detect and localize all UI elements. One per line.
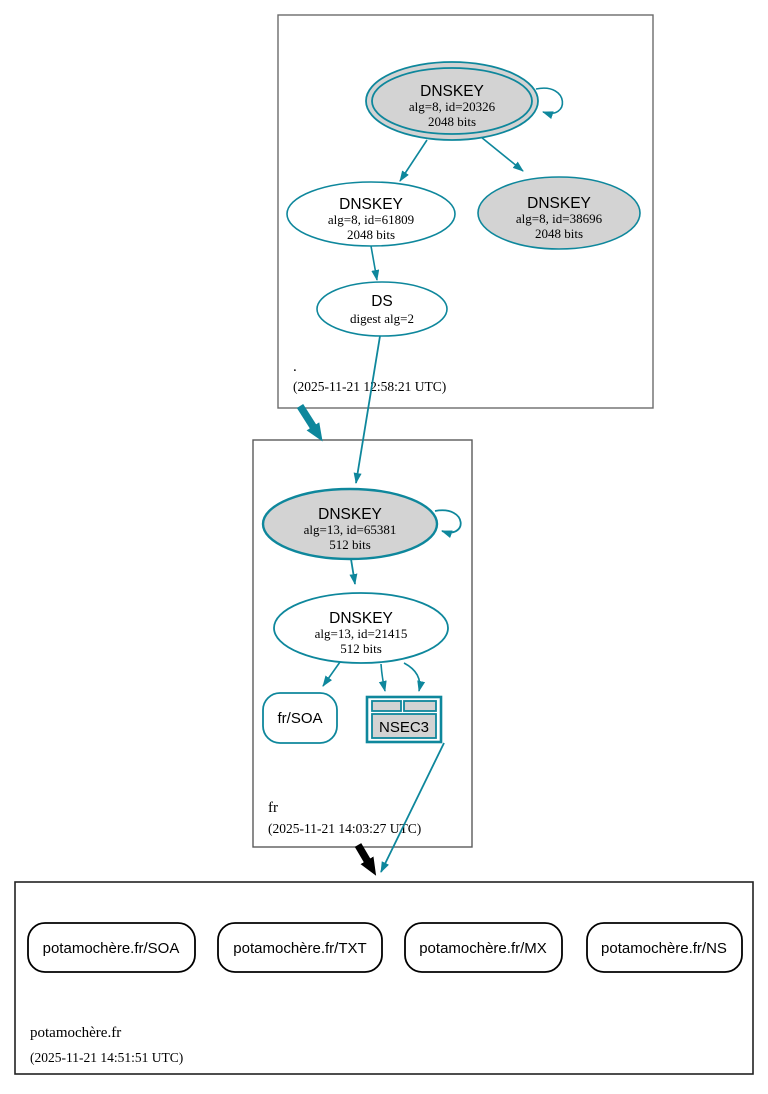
zone-label-potamochere-fr: potamochère.fr bbox=[30, 1025, 121, 1041]
node-fr-soa-label: fr/SOA bbox=[277, 710, 322, 727]
edge-ksk-to-zsk-fr bbox=[349, 558, 358, 585]
node-dnskey-21415-detail1: alg=13, id=21415 bbox=[315, 626, 408, 641]
zone-timestamp-root: (2025-11-21 12:58:21 UTC) bbox=[293, 379, 446, 394]
edge-ds-to-fr-ksk bbox=[353, 335, 381, 484]
edge-ksk-to-zsk-root bbox=[399, 139, 428, 182]
node-dnskey-38696-title: DNSKEY bbox=[527, 195, 591, 212]
zone-timestamp-potamochere-fr: (2025-11-21 14:51:51 UTC) bbox=[30, 1050, 183, 1065]
node-dnskey-65381-title: DNSKEY bbox=[318, 506, 382, 523]
node-dnskey-20326[interactable]: DNSKEY alg=8, id=20326 2048 bits bbox=[365, 61, 539, 141]
node-ds-detail1: digest alg=2 bbox=[350, 311, 414, 326]
node-dnskey-65381[interactable]: DNSKEY alg=13, id=65381 512 bits bbox=[261, 487, 439, 561]
node-dnskey-38696[interactable]: DNSKEY alg=8, id=38696 2048 bits bbox=[477, 176, 641, 250]
node-nsec3-label: NSEC3 bbox=[379, 719, 429, 736]
edge-nsec3-to-potamochere bbox=[380, 742, 445, 873]
node-potamochere-txt[interactable]: potamochère.fr/TXT bbox=[217, 922, 383, 973]
edge-zsk-to-ds-root bbox=[370, 245, 380, 281]
node-potamochere-soa-label: potamochère.fr/SOA bbox=[43, 940, 180, 957]
node-ds-title: DS bbox=[371, 293, 393, 310]
node-potamochere-mx-label: potamochère.fr/MX bbox=[419, 940, 547, 957]
zone-label-fr: fr bbox=[268, 800, 278, 816]
edge-ksk-self-loop-fr bbox=[434, 509, 462, 539]
node-dnskey-20326-detail1: alg=8, id=20326 bbox=[409, 99, 496, 114]
node-potamochere-soa[interactable]: potamochère.fr/SOA bbox=[27, 922, 196, 973]
node-dnskey-21415-title: DNSKEY bbox=[329, 610, 393, 627]
edge-zsk-to-nsec3-left bbox=[378, 663, 387, 692]
edge-delegation-fr-to-potamochere bbox=[354, 843, 377, 876]
node-dnskey-65381-detail1: alg=13, id=65381 bbox=[304, 522, 397, 537]
node-potamochere-ns-label: potamochère.fr/NS bbox=[601, 940, 727, 957]
node-dnskey-20326-title: DNSKEY bbox=[420, 83, 484, 100]
node-dnskey-61809[interactable]: DNSKEY alg=8, id=61809 2048 bits bbox=[286, 181, 456, 247]
edge-zsk-to-nsec3-right bbox=[403, 662, 426, 692]
node-dnskey-21415[interactable]: DNSKEY alg=13, id=21415 512 bits bbox=[273, 592, 449, 664]
node-dnskey-38696-detail2: 2048 bits bbox=[535, 226, 583, 241]
node-dnskey-61809-detail1: alg=8, id=61809 bbox=[328, 212, 414, 227]
node-potamochere-mx[interactable]: potamochère.fr/MX bbox=[404, 922, 563, 973]
node-dnskey-61809-detail2: 2048 bits bbox=[347, 227, 395, 242]
node-dnskey-65381-detail2: 512 bits bbox=[329, 537, 371, 552]
edge-delegation-root-to-fr bbox=[296, 403, 323, 442]
node-fr-soa[interactable]: fr/SOA bbox=[262, 692, 338, 744]
node-dnskey-20326-detail2: 2048 bits bbox=[428, 114, 476, 129]
edge-ksk-self-loop-root bbox=[535, 87, 564, 119]
node-ds-root[interactable]: DS digest alg=2 bbox=[316, 281, 448, 337]
zone-box-root bbox=[277, 14, 654, 409]
node-nsec3[interactable]: NSEC3 bbox=[365, 695, 443, 744]
zone-box-potamochere-fr bbox=[14, 881, 754, 1075]
node-potamochere-txt-label: potamochère.fr/TXT bbox=[233, 940, 366, 957]
zone-timestamp-fr: (2025-11-21 14:03:27 UTC) bbox=[268, 821, 421, 836]
node-dnskey-21415-detail2: 512 bits bbox=[340, 641, 382, 656]
edge-zsk-to-soa-fr bbox=[322, 661, 341, 687]
zone-label-root: . bbox=[293, 359, 297, 375]
node-dnskey-38696-detail1: alg=8, id=38696 bbox=[516, 211, 603, 226]
node-dnskey-61809-title: DNSKEY bbox=[339, 196, 403, 213]
edge-ksk-to-standby-root bbox=[480, 136, 524, 172]
node-potamochere-ns[interactable]: potamochère.fr/NS bbox=[586, 922, 743, 973]
